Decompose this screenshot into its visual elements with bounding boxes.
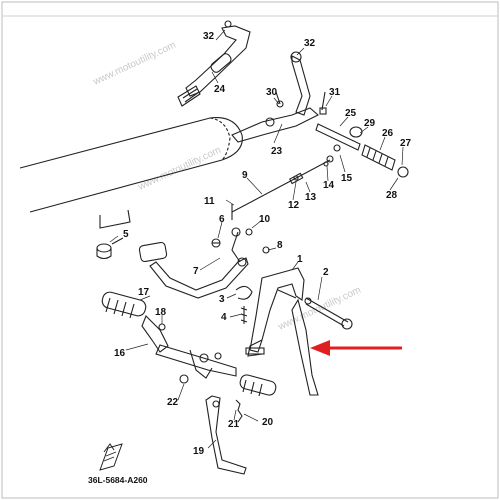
callout-22: 22: [167, 397, 179, 408]
callout-18: 18: [155, 307, 167, 318]
front-direction-symbol: [99, 443, 123, 471]
shaft-25-drawing: [315, 123, 409, 178]
callout-26: 26: [382, 128, 394, 139]
watermarks: www.motoutility.com www.motoutility.com …: [91, 40, 363, 333]
callout-25: 25: [345, 108, 357, 119]
callout-7: 7: [193, 266, 199, 277]
callout-23: 23: [271, 146, 283, 157]
callout-24: 24: [214, 84, 226, 95]
drawing-code: 36L-5684-A260: [88, 475, 148, 485]
watermark-2: www.motoutility.com: [136, 145, 223, 193]
callout-17: 17: [138, 287, 150, 298]
callout-30: 30: [266, 87, 278, 98]
callout-20: 20: [262, 417, 274, 428]
callout-10: 10: [259, 214, 271, 225]
callout-19: 19: [193, 446, 205, 457]
callout-8: 8: [277, 240, 283, 251]
callout-32-shift-pedal: 32: [203, 31, 215, 42]
shift-arm-23-drawing: [231, 51, 327, 143]
callout-11: 11: [204, 196, 215, 207]
callout-31: 31: [329, 87, 341, 98]
callout-5: 5: [123, 229, 129, 240]
callout-28: 28: [386, 190, 398, 201]
leader-lines: [109, 29, 404, 449]
footrest-16-drawing: [101, 291, 237, 379]
callout-27: 27: [400, 138, 412, 149]
callout-21: 21: [228, 419, 240, 430]
callout-2: 2: [323, 267, 329, 278]
callout-15: 15: [341, 173, 353, 184]
brake-pedal-7-drawing: [138, 227, 249, 299]
callout-9: 9: [242, 170, 248, 181]
watermark-1: www.motoutility.com: [91, 40, 178, 88]
rod-9-drawing: [231, 155, 334, 220]
callout-labels: 32 24 32 30 31 25 23 29 26 27 28 15 14 1…: [114, 31, 412, 457]
callout-1: 1: [297, 254, 303, 265]
main-stand-1-drawing: [245, 267, 319, 396]
bolt-5-drawing: [96, 237, 124, 260]
callout-6: 6: [219, 214, 225, 225]
callout-12: 12: [288, 200, 300, 211]
callout-16: 16: [114, 348, 126, 359]
highlight-arrow: [310, 340, 402, 356]
callout-3: 3: [219, 294, 225, 305]
part-drawings: [19, 20, 409, 475]
muffler-drawing: [19, 117, 243, 229]
callout-32-shift-arm: 32: [304, 38, 316, 49]
callout-29: 29: [364, 118, 376, 129]
footrest-19-drawing: [158, 323, 277, 475]
small-bolts-drawing: [293, 161, 329, 181]
shift-pedal-24-drawing: [177, 20, 251, 107]
callout-14: 14: [323, 180, 335, 191]
callout-4: 4: [221, 312, 227, 323]
callout-13: 13: [305, 192, 317, 203]
pivot-bolt-2-drawing: [304, 297, 353, 330]
small-fasteners-drawing: [235, 228, 270, 324]
